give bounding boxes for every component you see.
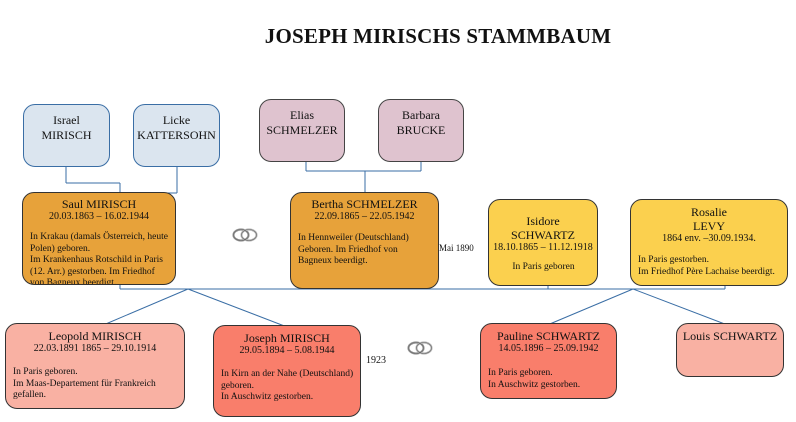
person-info: In Paris geboren. Im Maas-Departement fü… <box>13 367 156 400</box>
person-name: Louis SCHWARTZ <box>682 329 778 343</box>
person-name: Saul MIRISCH <box>61 197 137 211</box>
person-name: Joseph MIRISCH <box>244 331 330 345</box>
person-pauline-schwartz: Pauline SCHWARTZ 14.05.1896 – 25.09.1942… <box>480 323 617 399</box>
person-dates: 22.03.1891 1865 – 29.10.1914 <box>33 343 157 354</box>
person-surname: LEVY <box>693 219 725 233</box>
person-first-name: Rosalie <box>691 205 727 219</box>
person-info: In Paris geboren. In Auschwitz gestorben… <box>488 368 581 390</box>
person-surname: SCHWARTZ <box>511 228 575 242</box>
person-surname: MIRISCH <box>41 128 92 142</box>
person-first-name: Elias <box>290 108 314 122</box>
person-dates: 20.03.1863 – 16.02.1944 <box>49 211 149 222</box>
person-licke-kattersohn: Licke KATTERSOHN <box>133 104 220 167</box>
person-isidore-schwartz: Isidore SCHWARTZ 18.10.1865 – 11.12.1918… <box>488 199 598 286</box>
person-joseph-mirisch: Joseph MIRISCH 29.05.1894 – 5.08.1944 In… <box>213 325 361 417</box>
person-bertha-schmelzer: Bertha SCHMELZER 22.09.1865 – 22.05.1942… <box>290 192 439 289</box>
person-name: Bertha SCHMELZER <box>311 197 418 211</box>
person-first-name: Barbara <box>402 108 440 122</box>
person-louis-schwartz: Louis SCHWARTZ <box>676 323 784 377</box>
person-leopold-mirisch: Leopold MIRISCH 22.03.1891 1865 – 29.10.… <box>5 323 185 409</box>
person-dates: 29.05.1894 – 5.08.1944 <box>239 345 335 356</box>
person-barbara-brucke: Barbara BRUCKE <box>378 99 464 162</box>
marriage-date-label: 1923 <box>366 355 386 366</box>
person-rosalie-levy: Rosalie LEVY 1864 env. –30.09.1934. In P… <box>630 199 788 286</box>
person-name: Leopold MIRISCH <box>48 329 142 343</box>
person-dates: 18.10.1865 – 11.12.1918 <box>493 242 593 253</box>
person-info: In Paris geboren <box>512 262 575 272</box>
person-info: In Hennweiler (Deutschland) Geboren. Im … <box>298 233 409 266</box>
person-first-name: Isidore <box>526 214 560 228</box>
person-saul-mirisch: Saul MIRISCH 20.03.1863 – 16.02.1944 In … <box>22 192 176 285</box>
person-elias-schmelzer: Elias SCHMELZER <box>259 99 345 162</box>
person-surname: BRUCKE <box>396 123 446 137</box>
person-israel-mirisch: Israel MIRISCH <box>23 104 110 167</box>
page-title: JOSEPH MIRISCHS STAMMBAUM <box>264 24 612 48</box>
wedding-rings-icon <box>407 341 433 355</box>
person-first-name: Licke <box>162 113 191 127</box>
person-name: Pauline SCHWARTZ <box>497 329 600 343</box>
person-info: In Paris gestorben. Im Friedhof Père Lac… <box>638 255 775 277</box>
person-surname: SCHMELZER <box>266 123 338 137</box>
wedding-rings-icon <box>232 228 258 242</box>
person-info: In Krakau (damals Österreich, heute Pole… <box>30 232 168 285</box>
person-dates: 22.09.1865 – 22.05.1942 <box>314 211 415 222</box>
marriage-date-label: Mai 1890 <box>439 243 474 253</box>
person-surname: KATTERSOHN <box>137 128 216 142</box>
person-dates: 14.05.1896 – 25.09.1942 <box>498 343 599 354</box>
person-first-name: Israel <box>53 113 80 127</box>
person-info: In Kirn an der Nahe (Deutschland) gebore… <box>221 369 354 402</box>
person-dates: 1864 env. –30.09.1934. <box>662 233 756 244</box>
